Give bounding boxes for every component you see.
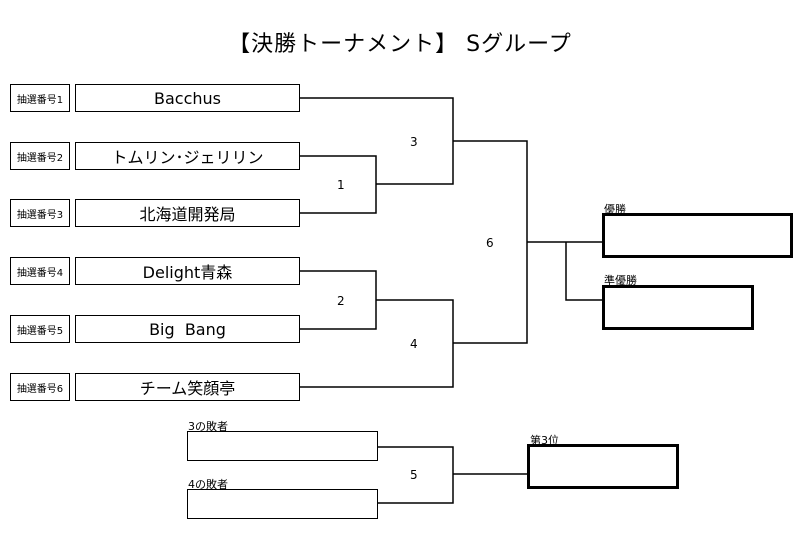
match-number: 6 [486, 236, 494, 250]
team-name-box: 北海道開発局 [75, 199, 300, 227]
page-title: 【決勝トーナメント】 Sグループ [228, 32, 572, 57]
team-name-box: Bacchus [75, 84, 300, 112]
draw-number-label: 抽選番号6 [10, 373, 70, 401]
match-number: 4 [410, 337, 418, 351]
team-name-box: Delight青森 [75, 257, 300, 285]
team-name-box: チーム笑顔亭 [75, 373, 300, 401]
runner-up-slot [602, 285, 754, 330]
bracket-line [565, 242, 602, 301]
match-number: 1 [337, 178, 345, 192]
team-name-box: Big Bang [75, 315, 300, 343]
winner-caption: 優勝 [604, 203, 626, 216]
draw-number-label: 抽選番号2 [10, 142, 70, 170]
match-number: 3 [410, 135, 418, 149]
draw-number-label: 抽選番号3 [10, 199, 70, 227]
loser-slot [187, 489, 378, 519]
third-place-slot [527, 444, 679, 489]
match-number: 5 [410, 468, 418, 482]
draw-number-label: 抽選番号5 [10, 315, 70, 343]
draw-number-label: 抽選番号4 [10, 257, 70, 285]
loser-slot [187, 431, 378, 461]
winner-slot [602, 213, 793, 258]
match-number: 2 [337, 294, 345, 308]
draw-number-label: 抽選番号1 [10, 84, 70, 112]
third-place-caption: 第3位 [530, 434, 559, 447]
loser-caption: 3の敗者 [188, 420, 228, 433]
bracket-line [378, 446, 454, 504]
runner-up-caption: 準優勝 [604, 274, 637, 287]
team-name-box: トムリン･ジェリリン [75, 142, 300, 170]
loser-caption: 4の敗者 [188, 478, 228, 491]
